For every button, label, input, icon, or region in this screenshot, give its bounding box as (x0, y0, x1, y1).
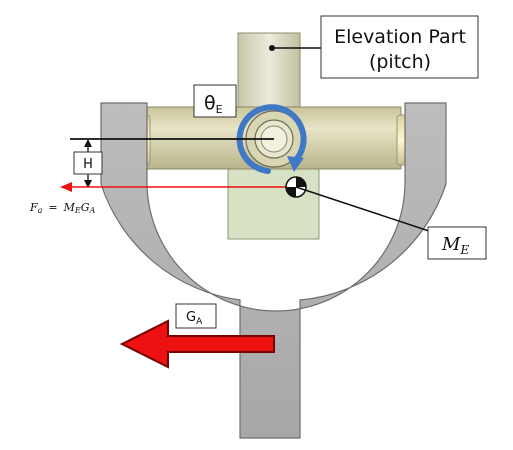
force-arrow (60, 182, 296, 192)
elevation-label-box (320, 15, 479, 79)
ga-acceleration-arrow (119, 319, 275, 369)
ga-label-box (175, 303, 217, 329)
lower-block (227, 161, 320, 240)
force-equation: Fa=MEGA (29, 201, 96, 215)
vertical-shaft (237, 32, 301, 114)
me-leader-line (295, 186, 433, 233)
theta-label-box (193, 84, 237, 118)
elevation-label-line2: (pitch) (369, 51, 431, 73)
me-label-box (427, 226, 487, 260)
elevation-label-line1: Elevation Part (334, 26, 466, 48)
theta-label: θE (204, 92, 223, 116)
h-label-box (73, 151, 103, 175)
me-label: ME (441, 234, 469, 257)
elevation-leader-dot (269, 45, 275, 51)
rotation-arrow-icon (236, 104, 307, 174)
h-label: H (83, 157, 93, 172)
fork-frame (100, 102, 447, 439)
ga-label: GA (186, 310, 203, 327)
